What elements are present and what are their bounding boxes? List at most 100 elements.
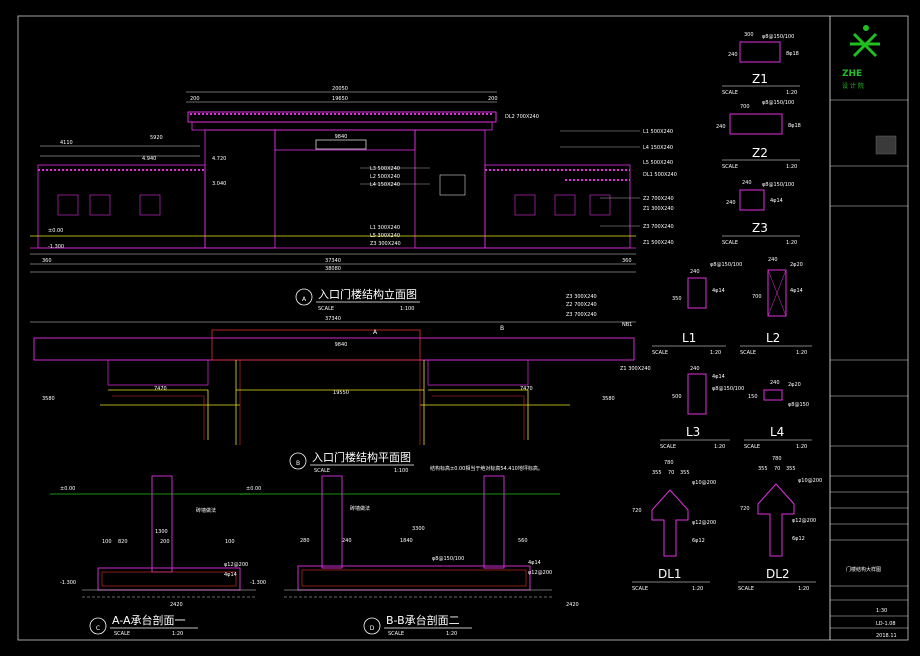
dl1-dim-1: 70 — [668, 470, 674, 476]
logo-text: ZHE — [842, 69, 862, 79]
secB-level-bottom: -1.300 — [250, 580, 266, 586]
l2-rebar-top: 2φ20 — [790, 262, 803, 268]
plan-marker: B — [296, 460, 300, 467]
z2-dim-h: 240 — [716, 124, 726, 130]
elev-right-label-4: DL1 500X240 — [643, 172, 677, 178]
elev-right-label-2: L4 150X240 — [643, 145, 673, 151]
z1-scale-label: SCALE — [722, 90, 738, 96]
l4-scale: 1:20 — [796, 444, 807, 450]
secA-rebar-0: φ12@200 — [224, 562, 248, 568]
plan-scale-label: SCALE — [314, 468, 330, 474]
l4-dim-w: 240 — [770, 380, 780, 386]
secA-label: 砖墙做法 — [196, 507, 216, 514]
dl2-dim-0: 355 — [758, 466, 768, 472]
dl1-rebar-2: 6φ12 — [692, 538, 705, 544]
secA-dim-1: 100 — [102, 539, 112, 545]
z2-rebar-top: φ8@150/100 — [762, 100, 794, 106]
secB-level-top: ±0.00 — [246, 486, 261, 492]
plan-dim-top: 37340 — [325, 316, 341, 322]
plan-dim-lower-1: 3580 — [602, 396, 615, 402]
elev-level-3: 3.040 — [212, 181, 226, 187]
section-a-view: ±0.00 -1.300 1300 100 820 200 100 2420 φ… — [50, 475, 256, 637]
dl2-scale: 1:20 — [798, 586, 809, 592]
secB-rebar-1: 4φ14 — [528, 560, 541, 566]
elev-mid-label-5: Z3 300X240 — [370, 241, 401, 247]
secA-scale-label: SCALE — [114, 631, 130, 637]
logo-sub: 设 计 院 — [842, 82, 864, 90]
z3-dim-w: 240 — [742, 180, 752, 186]
plan-center-dim-2: 19550 — [333, 390, 349, 396]
secA-title: A-A承台剖面一 — [112, 613, 186, 627]
plan-scale: 1:100 — [394, 468, 408, 474]
elev-dim-edge-l: 200 — [190, 96, 200, 102]
plan-dim-lower-2: 7470 — [154, 386, 167, 392]
elev-mid-label-4: L5 300X240 — [370, 233, 400, 239]
elev-mid-label-3: L1 300X240 — [370, 225, 400, 231]
z3-rebar-top: φ8@150/100 — [762, 182, 794, 188]
l1-scale: 1:20 — [710, 350, 721, 356]
elev-center-dim: 9840 — [335, 134, 348, 140]
l3-scale: 1:20 — [714, 444, 725, 450]
secA-dim-2: 820 — [118, 539, 128, 545]
l1-rebar-side: 4φ14 — [712, 288, 725, 294]
elev-dim-4110: 4110 — [60, 140, 73, 146]
z3-dim-h: 240 — [726, 200, 736, 206]
drawing-no: LD-1.08 — [876, 621, 896, 627]
drawing-name: 门楼结构大样图 — [846, 566, 881, 573]
secB-dim-5: 2420 — [566, 602, 579, 608]
plan-note: 结构标高±0.00相当于绝对标高54.410地坪标高。 — [430, 465, 543, 472]
dl1-dim-top: 780 — [664, 460, 674, 466]
elev-dim-bottom-2: 38080 — [325, 266, 341, 272]
dl2-rebar-1: φ12@200 — [792, 518, 816, 524]
column-details: 300 240 φ8@150/100 8φ18 Z1 SCALE 1:20 70… — [716, 32, 801, 246]
elev-dim-total: 20050 — [332, 86, 348, 92]
z2-scale-label: SCALE — [722, 164, 738, 170]
secB-dim-2: 1840 — [400, 538, 413, 544]
l1-scale-label: SCALE — [652, 350, 668, 356]
dl2-dim-1: 70 — [774, 466, 780, 472]
secA-dim-0: 1300 — [155, 529, 168, 535]
secB-dim-3: 560 — [518, 538, 528, 544]
elev-right-label-5: Z2 700X240 — [643, 196, 674, 202]
l3-id: L3 — [686, 425, 700, 439]
elevation-view: 20050 19650 200 200 4110 5920 9840 — [30, 86, 677, 312]
secB-marker: D — [370, 625, 375, 632]
z2-dim-w: 700 — [740, 104, 750, 110]
secA-dim-3: 200 — [160, 539, 170, 545]
dl1-rebar-1: φ12@200 — [692, 520, 716, 526]
elev-dim-inner: 19650 — [332, 96, 348, 102]
l1-id: L1 — [682, 331, 696, 345]
plan-marker-circle — [289, 452, 307, 470]
l1-dim-h: 350 — [672, 296, 682, 302]
secB-dim-0: 3300 — [412, 526, 425, 532]
secB-rebar-2: φ12@200 — [528, 570, 552, 576]
elev-marker-circle — [295, 288, 313, 306]
secA-scale: 1:20 — [172, 631, 183, 637]
z2-id: Z2 — [752, 146, 768, 160]
elev-dim-bottom-r: 360 — [622, 258, 632, 264]
section-b-view: ±0.00 -1.300 3300 280 1840 560 240 2420 … — [240, 475, 579, 637]
elev-level-4: ±0.00 — [48, 228, 63, 234]
dl2-dim-top: 780 — [772, 456, 782, 462]
l3-dim-h: 500 — [672, 394, 682, 400]
z3-id: Z3 — [752, 221, 768, 235]
elev-level-5: -1.300 — [48, 244, 64, 250]
drawing-date: 2018.11 — [876, 633, 897, 639]
l3-scale-label: SCALE — [660, 444, 676, 450]
elev-dim-edge-r: 200 — [488, 96, 498, 102]
z1-rebar-side: 8φ18 — [786, 51, 799, 57]
tb-scale: 1:30 — [876, 608, 887, 614]
qr-stamp-icon — [875, 135, 897, 155]
z1-dim-w: 300 — [744, 32, 754, 38]
elev-scale: 1:100 — [400, 306, 414, 312]
l2-dim-w: 240 — [768, 257, 778, 263]
z1-rebar-top: φ8@150/100 — [762, 34, 794, 40]
elev-scale-label: SCALE — [318, 306, 334, 312]
secB-label: 砖墙做法 — [350, 505, 370, 512]
l3-rebar-side: φ8@150/100 — [712, 386, 744, 392]
z1-scale: 1:20 — [786, 90, 797, 96]
elev-level-1: 4.940 — [142, 156, 156, 162]
dl2-dim-h: 720 — [740, 506, 750, 512]
secA-marker-circle — [89, 617, 107, 635]
